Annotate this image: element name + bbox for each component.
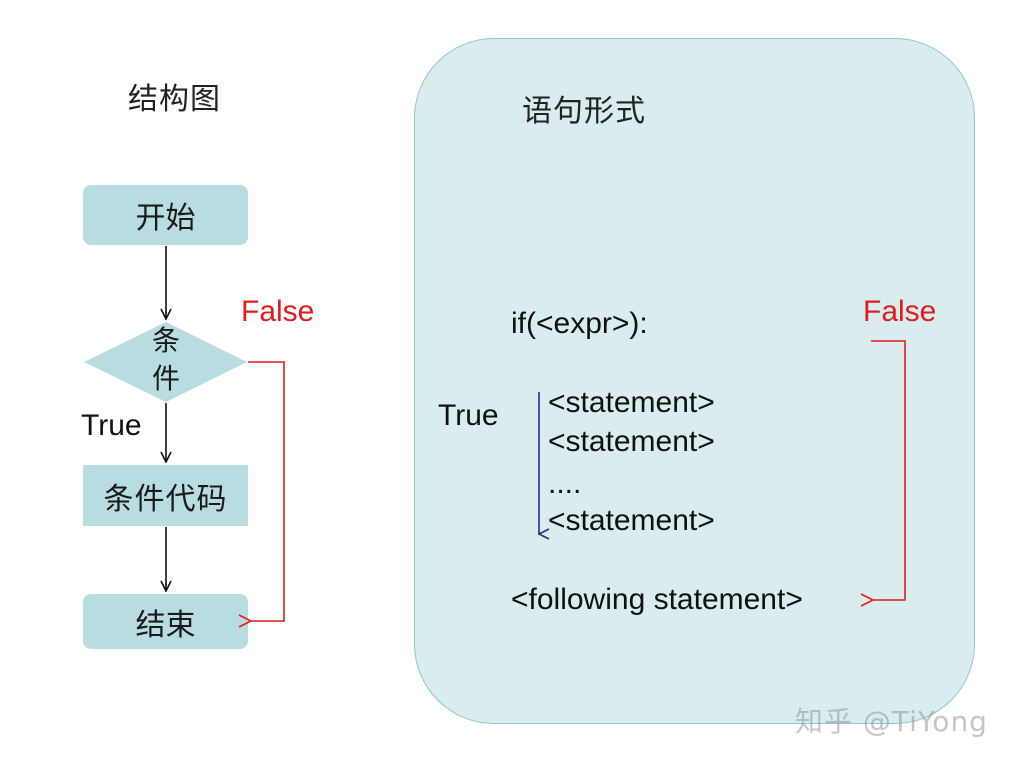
- condition-label-line-2: 件: [151, 362, 180, 395]
- flowchart-true-label: True: [81, 409, 142, 442]
- code-statement-2: <statement>: [548, 425, 715, 458]
- code-if-line: if(<expr>):: [511, 307, 648, 340]
- end-node-label: 结束: [135, 607, 196, 643]
- false-path-flowchart: [248, 361, 285, 621]
- end-node: 结束: [83, 594, 248, 649]
- flowchart-false-label: False: [241, 295, 315, 328]
- syntax-title: 语句形式: [522, 94, 646, 129]
- syntax-panel: [414, 38, 975, 724]
- condition-label-line-1: 条: [151, 324, 180, 357]
- code-following-statement: <following statement>: [511, 583, 803, 616]
- start-node-label: 开始: [135, 201, 196, 236]
- start-node: 开始: [83, 185, 248, 245]
- syntax-false-label: False: [863, 295, 937, 328]
- code-ellipsis: ....: [548, 467, 582, 500]
- condition-code-label: 条件代码: [103, 481, 228, 517]
- condition-label: 条 件: [126, 322, 206, 398]
- syntax-true-label: True: [438, 399, 499, 432]
- flowchart-title: 结构图: [128, 82, 221, 117]
- condition-code-node: 条件代码: [83, 465, 248, 526]
- code-statement-3: <statement>: [548, 504, 715, 537]
- watermark: 知乎 @TiYong: [795, 705, 988, 738]
- code-statement-1: <statement>: [548, 386, 715, 419]
